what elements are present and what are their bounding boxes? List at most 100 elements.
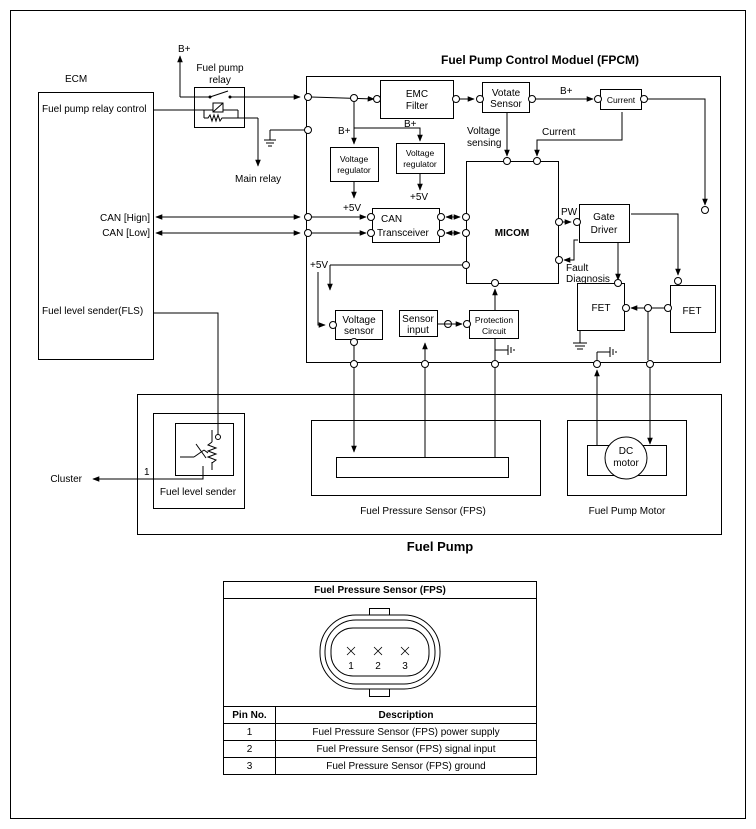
- emc-in-terminal: [373, 95, 381, 103]
- pin-cell: 2: [223, 740, 276, 758]
- current-in-terminal: [594, 95, 602, 103]
- fpcm-can-l-terminal: [304, 229, 312, 237]
- fuel-level-sender-label: Fuel level sender: [160, 487, 237, 498]
- header-description: Description: [275, 706, 537, 724]
- can-transceiver-label-1: CAN: [381, 214, 402, 225]
- vsensor-bottom-terminal: [329, 321, 337, 329]
- voltage-regulator-1: [330, 147, 379, 182]
- voltage-sensor-top-label-1: Votate: [492, 88, 521, 99]
- gate-to-fet-right: [631, 213, 681, 276]
- voltage-sensor-bottom-label-1: Voltage: [342, 315, 376, 326]
- current-label: Current: [542, 127, 576, 138]
- can-l-out: [437, 229, 445, 237]
- fet-right-power-terminal: [701, 206, 709, 214]
- sensor-input-label-2: input: [407, 325, 429, 336]
- gate-in-terminal: [573, 218, 581, 226]
- sensor-input: [399, 310, 438, 337]
- can-h-in: [367, 213, 375, 221]
- vs-out-terminal: [528, 95, 536, 103]
- micom-can-h-terminal: [462, 213, 470, 221]
- micom-vsense-terminal: [503, 157, 511, 165]
- fault-diagnosis-label-1: Fault: [566, 263, 588, 274]
- micom-can-l-terminal: [462, 229, 470, 237]
- emc-filter-label-2: Filter: [406, 101, 429, 112]
- fps-pin-table: Fuel Pressure Sensor (FPS) 1 2 3 Pin No.: [223, 581, 537, 775]
- can-h-out: [437, 213, 445, 221]
- vs-in-terminal: [476, 95, 484, 103]
- vreg1-label-1: Voltage: [340, 154, 369, 164]
- plus-5v-to-vsensor: [317, 272, 326, 328]
- micom: [466, 161, 559, 284]
- main-relay-label: Main relay: [235, 174, 281, 185]
- relay-switch-icon: [180, 90, 300, 123]
- protection-in-terminal: [463, 320, 471, 328]
- plus-5v-label-3: +5V: [310, 260, 328, 271]
- vreg2-label-1: Voltage: [406, 148, 435, 158]
- fuel-pump-title: Fuel Pump: [407, 539, 474, 554]
- page-frame: [10, 10, 746, 819]
- fet-left-gate-terminal: [614, 279, 622, 287]
- vsensor-bottom-out-terminal: [350, 338, 358, 346]
- pin-cell: 1: [223, 723, 276, 741]
- fuel-level-sender-box: [153, 413, 245, 509]
- can-l-in: [367, 229, 375, 237]
- b-plus-label-2: B+: [338, 126, 351, 137]
- table-row: 1 Fuel Pressure Sensor (FPS) power suppl…: [223, 723, 537, 741]
- protection-circuit-label-1: Protection: [475, 315, 514, 325]
- dc-motor-label-1: DC: [619, 446, 633, 457]
- fet-right-gate-terminal: [674, 277, 682, 285]
- dc-motor: [604, 436, 648, 480]
- emc-filter-label-1: EMC: [406, 89, 428, 100]
- fpcm-motor-pos-terminal: [646, 360, 654, 368]
- fps-connector-icon: 1 2 3: [319, 608, 441, 697]
- fault-diagnosis-label-2: Diagnosis: [566, 274, 610, 285]
- fpcm-title: Fuel Pump Control Moduel (FPCM): [441, 53, 639, 67]
- plus-5v-label-1: +5V: [343, 203, 361, 214]
- current-feedback: [534, 112, 623, 157]
- protection-circuit: [469, 310, 519, 339]
- can-transceiver-label-2: Transceiver: [377, 228, 430, 239]
- fps-outer: [311, 420, 541, 496]
- connector-pin-2: 2: [375, 661, 381, 672]
- motor-node-terminal: [644, 304, 652, 312]
- ground-icon: [597, 347, 617, 357]
- relay-b-plus: B+: [178, 44, 191, 55]
- gate-driver-label-1: Gate: [593, 212, 615, 223]
- fps-table-title: Fuel Pressure Sensor (FPS): [223, 581, 537, 599]
- micom-5v-terminal: [462, 261, 470, 269]
- b-plus-label-1: B+: [560, 86, 573, 97]
- fpcm-ground-terminal: [304, 126, 312, 134]
- b-plus-label-3: B+: [404, 119, 417, 130]
- relay-label-line1: Fuel pump: [196, 63, 244, 74]
- fet-right-label: FET: [683, 306, 702, 317]
- ecm-title: ECM: [65, 74, 87, 85]
- fpcm-fps-1-terminal: [350, 360, 358, 368]
- header-pin-no: Pin No.: [223, 706, 276, 724]
- fet-left-label: FET: [592, 303, 611, 314]
- connector-pin-3: 3: [402, 661, 408, 672]
- current-sensor-label: Current: [607, 95, 636, 105]
- fet-right-terminal: [664, 304, 672, 312]
- ground-icon: [264, 129, 305, 147]
- dc-motor-label-2: motor: [613, 458, 639, 469]
- vreg2-label-2: regulator: [403, 159, 437, 169]
- junction-terminal: [350, 94, 358, 102]
- fpcm-motor-gnd-terminal: [593, 360, 601, 368]
- fpcm-power-terminal: [304, 93, 312, 101]
- sensor-input-label-1: Sensor: [402, 314, 434, 325]
- fault-diagnosis-wire: [563, 239, 578, 263]
- desc-cell: Fuel Pressure Sensor (FPS) power supply: [275, 723, 537, 741]
- power-to-emc: [310, 96, 375, 102]
- gate-driver: [579, 204, 630, 243]
- cluster-pin-label: 1: [144, 467, 150, 478]
- table-row: 2 Fuel Pressure Sensor (FPS) signal inpu…: [223, 740, 537, 758]
- desc-cell: Fuel Pressure Sensor (FPS) signal input: [275, 740, 537, 758]
- fls-wire: [153, 312, 219, 434]
- fpcm-fps-2-terminal: [421, 360, 429, 368]
- desc-cell: Fuel Pressure Sensor (FPS) ground: [275, 757, 537, 775]
- micom-protection-terminal: [491, 279, 499, 287]
- fps-element: [336, 457, 509, 478]
- ground-icon: [573, 331, 587, 350]
- ecm-box: [38, 92, 154, 360]
